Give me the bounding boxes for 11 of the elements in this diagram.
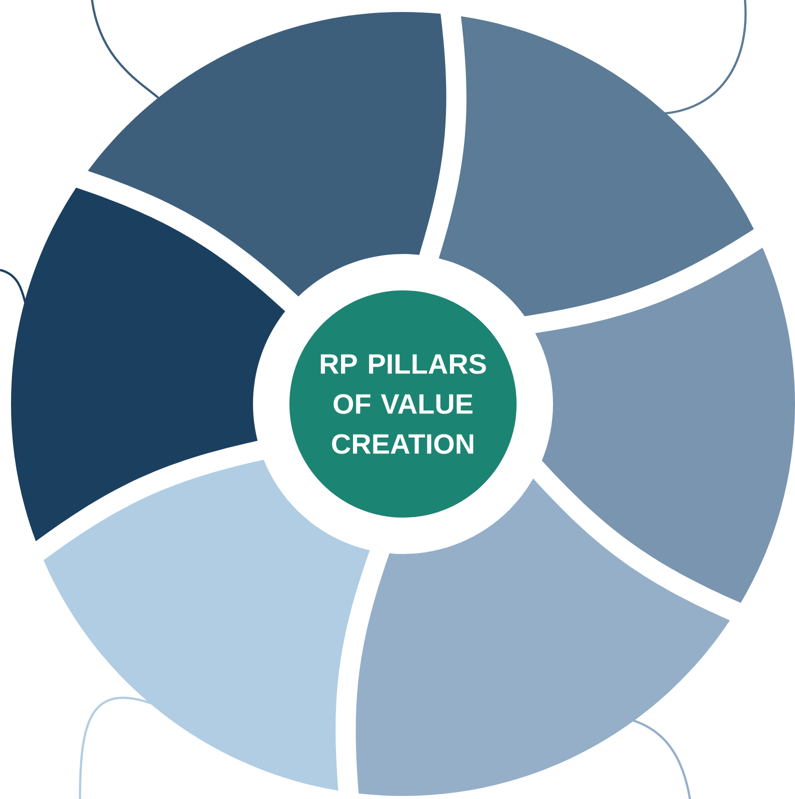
pinwheel-segment <box>88 12 446 296</box>
pinwheel-segment <box>44 460 370 791</box>
pinwheel-segment <box>438 16 754 316</box>
leader-line <box>0 268 26 304</box>
leader-line <box>90 0 160 100</box>
pinwheel-segment <box>11 188 286 542</box>
leader-line <box>632 719 692 799</box>
leader-line <box>664 0 747 114</box>
pinwheel-segment <box>356 478 730 796</box>
leader-line <box>78 696 152 799</box>
pinwheel-segment <box>535 248 795 603</box>
